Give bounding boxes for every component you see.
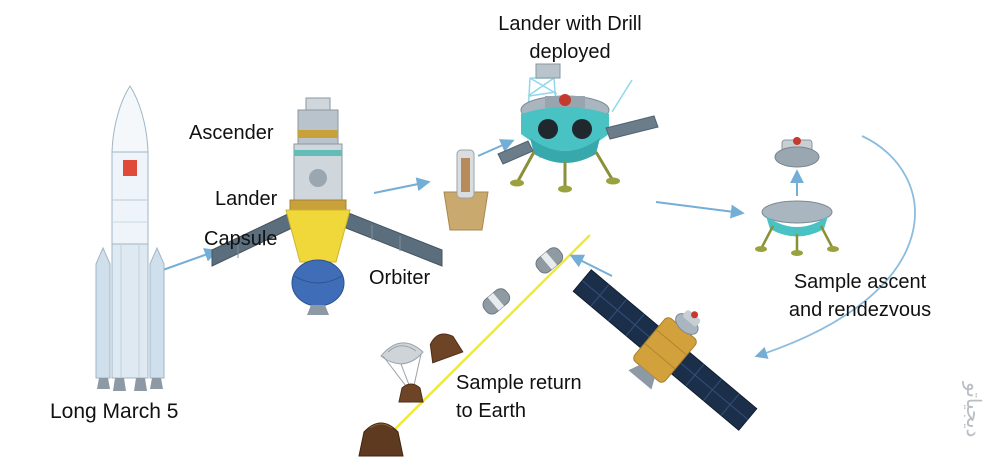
arrow-launch-to-stack [159, 248, 219, 272]
lander-mast [611, 79, 633, 113]
arc-rendezvous-curve [754, 135, 916, 359]
label-ascender: Ascender [189, 122, 274, 144]
stack-solar-panel-right [345, 211, 443, 267]
lander-panel-left [497, 140, 534, 165]
lander-panel-right [605, 115, 659, 140]
lander-red-marker [559, 94, 571, 106]
landed-capsule [358, 422, 404, 457]
parachute-figure [380, 342, 424, 403]
lander-dome [521, 107, 609, 151]
stack-ascender-module [297, 109, 339, 145]
flow-arrows [159, 135, 916, 359]
label-long-march-5: Long March 5 [50, 400, 179, 423]
label-sample-return: Sample return to Earth [456, 372, 582, 422]
watermark-text: دیجیاتو [962, 382, 984, 438]
arrow-orbiter-to-return [569, 254, 613, 277]
rocket-booster-right [149, 246, 165, 379]
label-lander: Lander [215, 188, 278, 210]
arrow-container-to-lander [477, 139, 515, 157]
rocket-booster-left [95, 246, 111, 379]
label-sample-ascent: Sample ascent and rendezvous [788, 271, 932, 321]
label-orbiter: Orbiter [369, 267, 431, 289]
return-trajectory-line [371, 234, 591, 453]
sample-container-figure [443, 149, 489, 231]
orbiter-lander-stack-figure [211, 97, 443, 315]
long-march-5-rocket-figure [95, 85, 165, 391]
lander-with-drill-figure [497, 63, 659, 193]
label-lander-with-drill: Lander with Drill deployed [498, 13, 642, 63]
arrow-stack-to-container [373, 177, 431, 194]
rocket-red-mark [123, 160, 137, 176]
label-capsule: Capsule [204, 228, 278, 250]
reentry-capsules-figure [358, 247, 564, 457]
orbiter-return-figure [572, 269, 758, 431]
ascender-liftoff-figure [755, 137, 839, 256]
arrow-lander-to-ascent [655, 201, 745, 219]
stack-capsule-cone [285, 209, 351, 263]
